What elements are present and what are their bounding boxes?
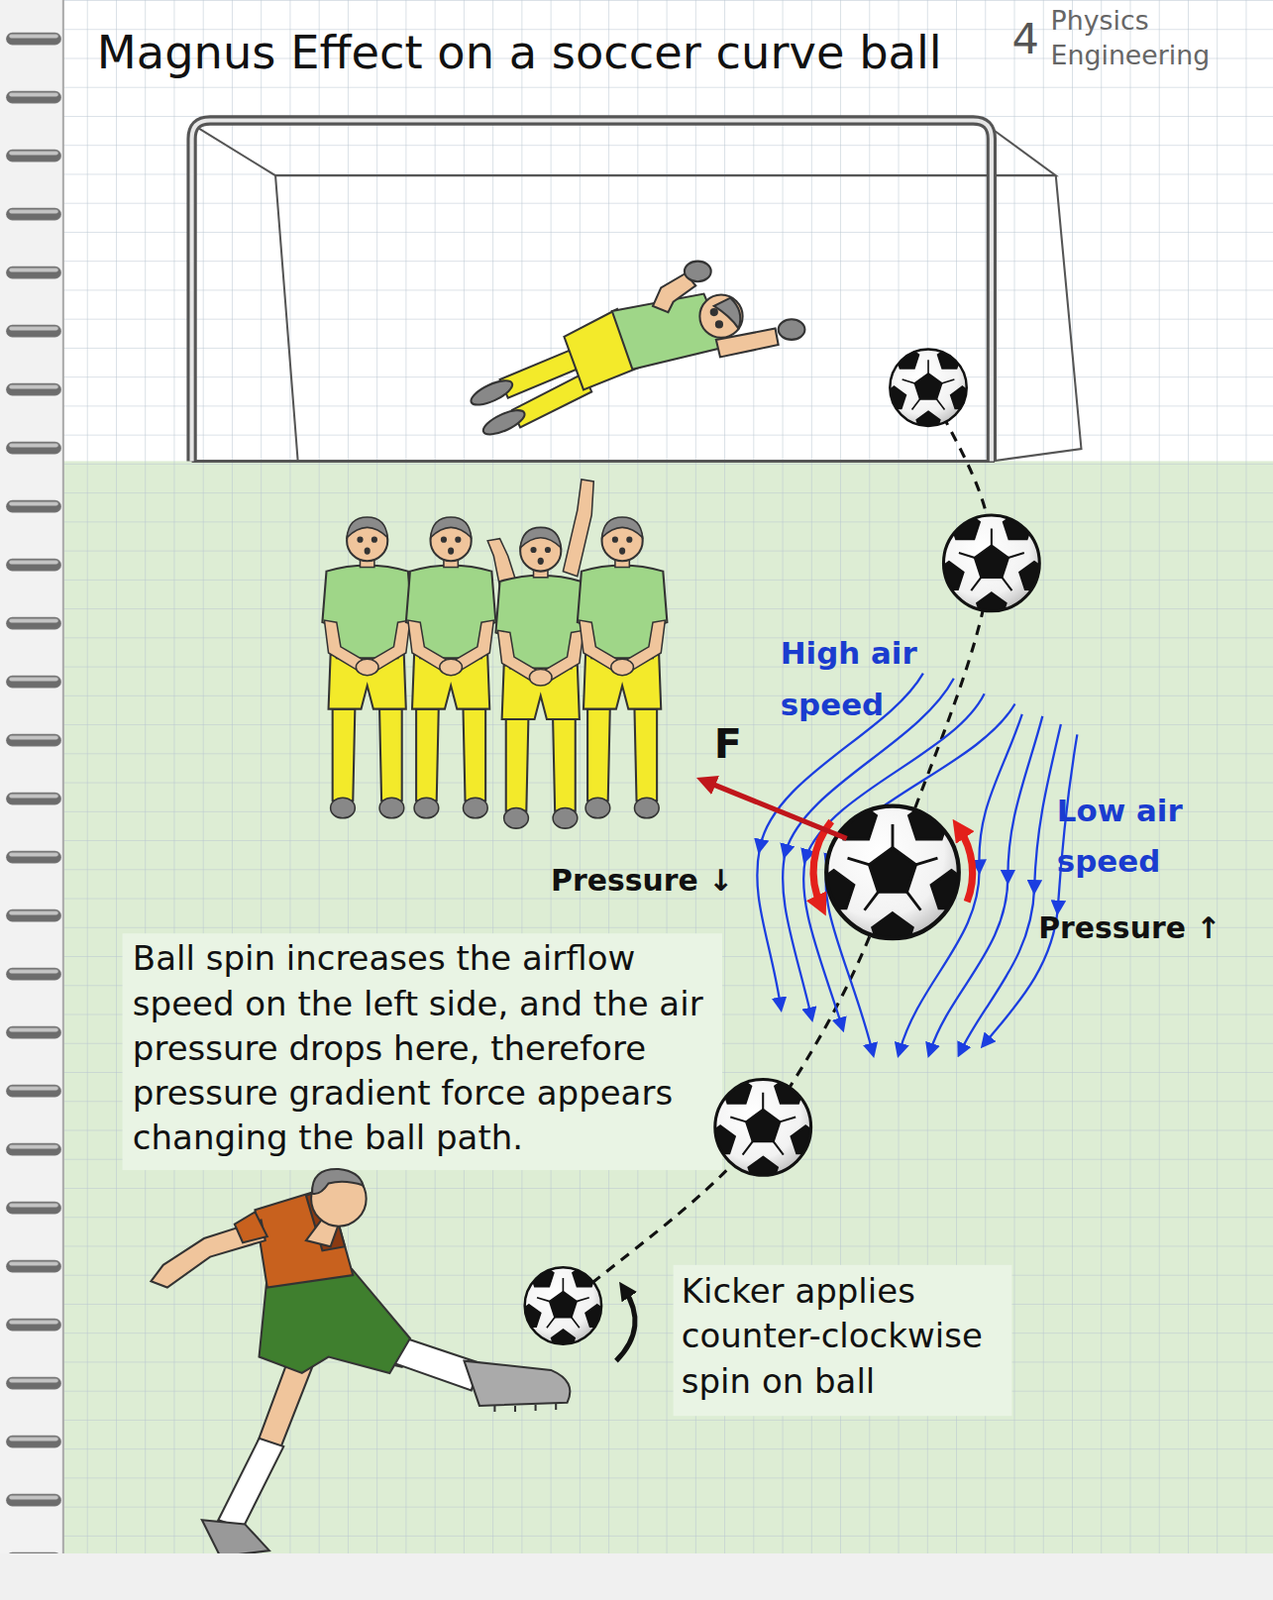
ball-trajectory (562, 387, 992, 1306)
soccer-balls (517, 346, 1049, 1353)
diagram-title: Magnus Effect on a soccer curve ball (97, 26, 943, 81)
kick-spin-arrow (616, 1289, 636, 1362)
explanation-note: Ball spin increases the airflow speed on… (132, 936, 736, 1162)
force-arrow (706, 781, 848, 840)
force-label: F (714, 720, 743, 767)
defender-wall (321, 479, 667, 829)
logo-number: 4 (1011, 13, 1040, 63)
logo-text: Physics (1051, 3, 1150, 37)
airflow-streamlines (756, 673, 1077, 1052)
illustration (0, 0, 1273, 1554)
kick-note: Kicker applies counter-clockwise spin on… (681, 1269, 1019, 1404)
goal (192, 120, 1082, 462)
kicker (150, 1168, 570, 1554)
logo-text: Engineering (1051, 38, 1211, 72)
pressure-label: Pressure ↓ (550, 859, 734, 901)
airflow-label: Low air speed (1057, 785, 1236, 888)
spiral-rings (0, 0, 64, 1554)
goalkeeper (467, 261, 805, 440)
pressure-label: Pressure ↑ (1038, 907, 1221, 949)
binding-strip (0, 0, 64, 1554)
paper (0, 0, 1273, 1554)
page-stage: Magnus Effect on a soccer curve ball 4 Phy… (0, 0, 1273, 1554)
airflow-label: High air speed (780, 628, 959, 731)
grid-paper (63, 0, 1273, 1554)
